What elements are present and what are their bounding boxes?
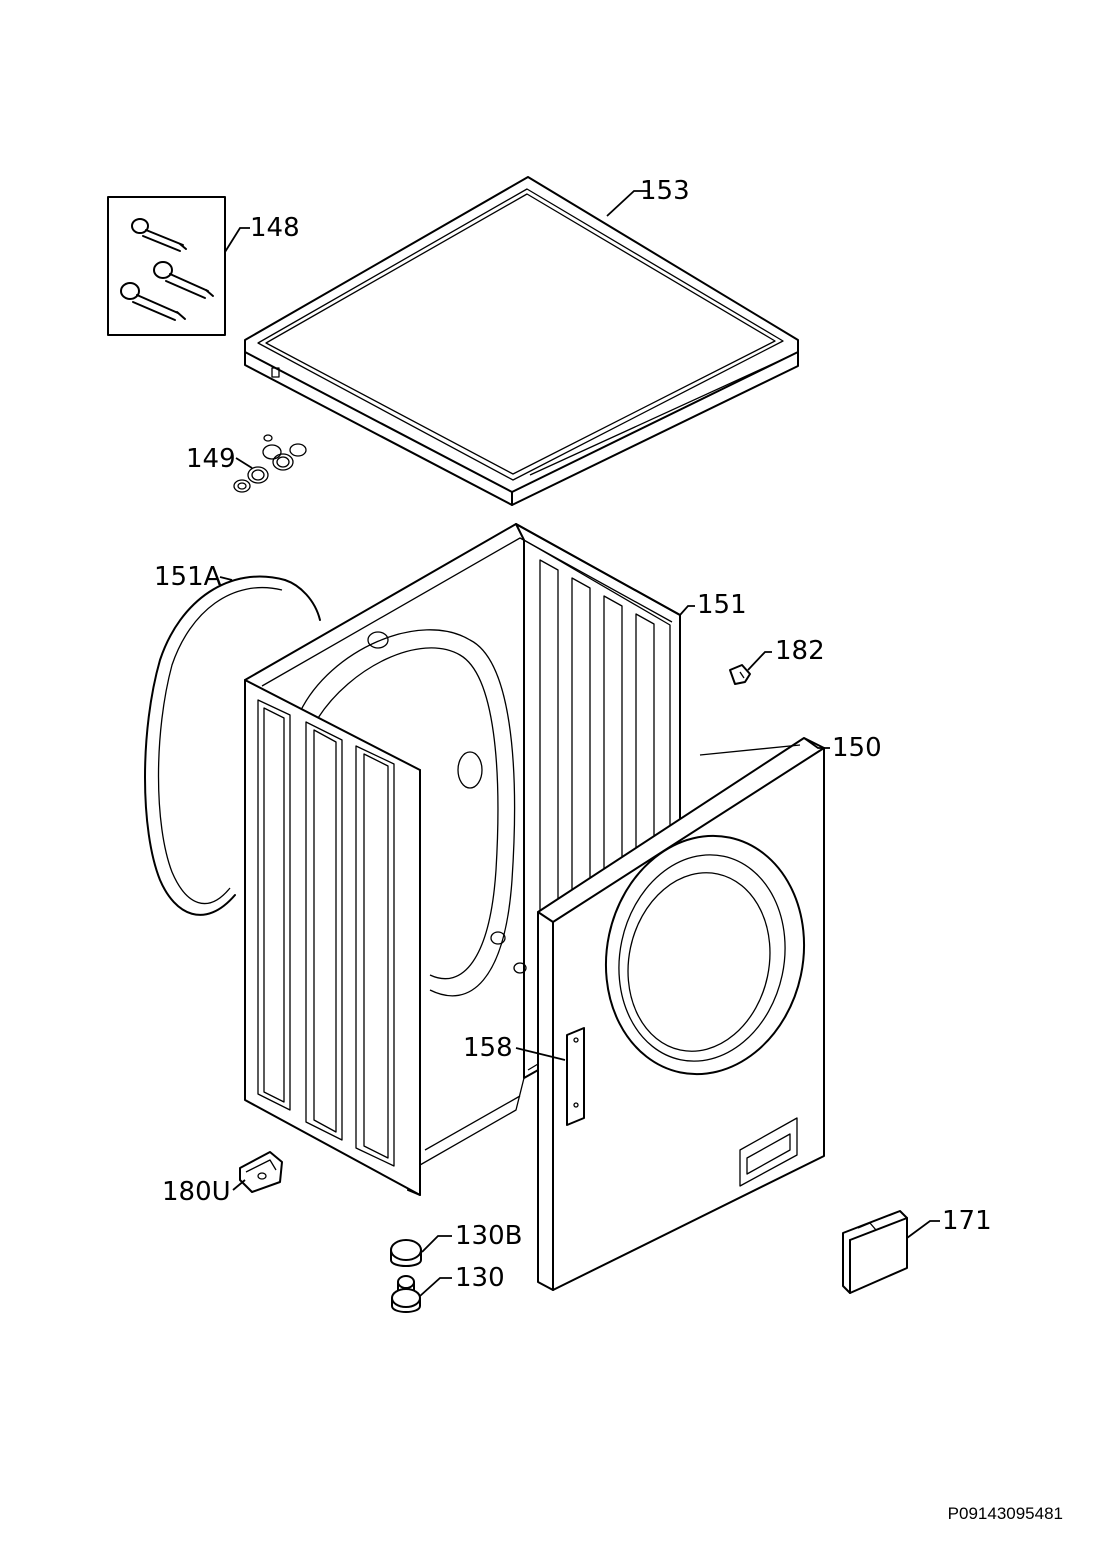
part-151A-door-seal-ring[interactable] — [144, 575, 321, 916]
label-158: 158 — [463, 1033, 513, 1063]
label-180U: 180U — [162, 1177, 231, 1207]
diagram-reference-code: P09143095481 — [948, 1504, 1063, 1523]
part-130B-foot-nut[interactable] — [390, 1239, 422, 1267]
label-151A: 151A — [154, 562, 222, 592]
label-150: 150 — [832, 733, 882, 763]
label-171: 171 — [942, 1206, 992, 1236]
label-149: 149 — [186, 444, 236, 474]
part-180U-lock-unit[interactable] — [239, 1151, 283, 1193]
transit-bolt-icon — [120, 282, 186, 321]
part-130-foot[interactable] — [391, 1275, 421, 1313]
part-153-top-lid[interactable] — [244, 176, 799, 506]
label-182: 182 — [775, 636, 825, 666]
part-158-hinge-plate[interactable] — [566, 1027, 585, 1126]
transit-bolt-icon — [153, 261, 214, 299]
label-153: 153 — [640, 176, 690, 206]
part-171-service-flap[interactable] — [842, 1210, 908, 1294]
transit-bolt-icon — [131, 218, 187, 252]
part-148-transit-bolts[interactable] — [107, 196, 226, 336]
label-151: 151 — [697, 590, 747, 620]
part-149-seal-kit[interactable] — [233, 434, 307, 493]
part-182-clip[interactable] — [729, 664, 751, 685]
label-130: 130 — [455, 1263, 505, 1293]
label-130B: 130B — [455, 1221, 522, 1251]
label-148: 148 — [250, 213, 300, 243]
part-150-front-panel[interactable] — [537, 737, 826, 1291]
